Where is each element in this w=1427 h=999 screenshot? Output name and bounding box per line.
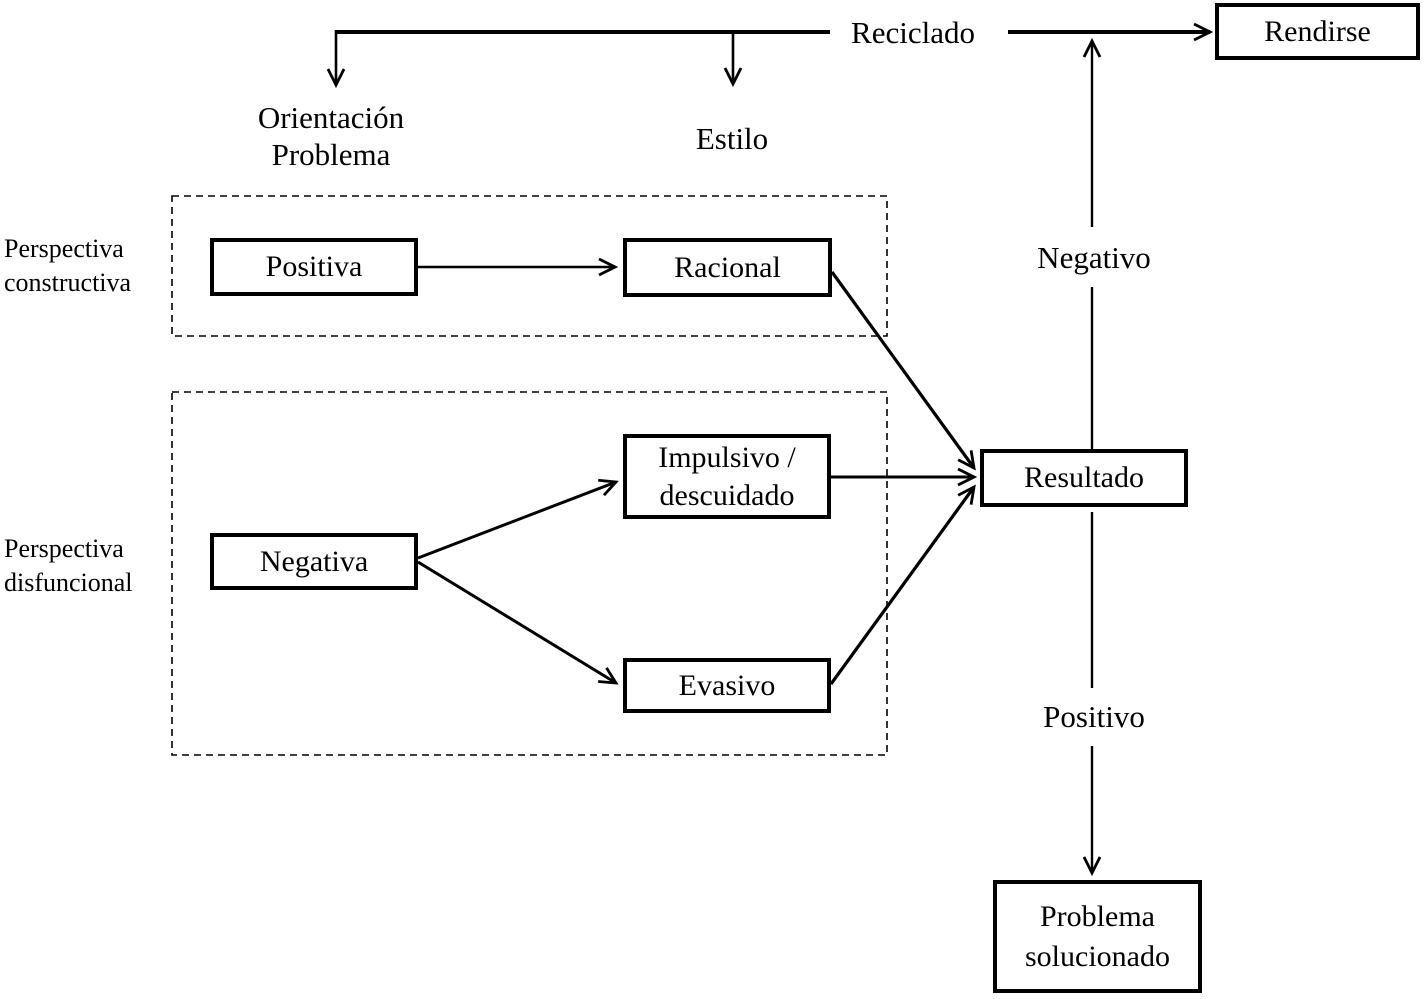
label-perspectiva-disfuncional-line1: Perspectiva [4, 534, 124, 563]
node-negativa: Negativa [210, 533, 418, 590]
label-positivo: Positivo [1037, 698, 1151, 735]
label-reciclado: Reciclado [843, 14, 983, 51]
label-estilo: Estilo [695, 121, 769, 156]
node-resultado: Resultado [980, 449, 1188, 507]
edge-evasivo-resultado [829, 487, 974, 685]
dashed-frame-constructiva [171, 195, 888, 337]
node-racional: Racional [623, 238, 832, 297]
node-evasivo: Evasivo [623, 658, 831, 713]
node-problema-line1: Problema [1040, 899, 1155, 933]
node-positiva: Positiva [210, 238, 418, 296]
node-impulsivo-line1: Impulsivo / [658, 440, 796, 474]
node-problema-solucionado: Problema solucionado [993, 880, 1202, 993]
label-orientacion-line1: Orientación [257, 100, 405, 135]
label-perspectiva-constructiva-line2: constructiva [4, 268, 132, 297]
label-orientacion-line2: Problema [271, 137, 391, 172]
label-perspectiva-disfuncional: Perspectiva disfuncional [4, 532, 133, 600]
node-impulsivo-descuidado: Impulsivo / descuidado [623, 434, 831, 519]
label-perspectiva-constructiva-line1: Perspectiva [4, 234, 124, 263]
node-impulsivo-line2: descuidado [659, 478, 795, 512]
node-rendirse: Rendirse [1215, 3, 1420, 60]
edge-negativa-evasivo [417, 560, 616, 683]
label-perspectiva-constructiva: Perspectiva constructiva [4, 232, 131, 300]
node-problema-line2: solucionado [1025, 939, 1170, 973]
label-perspectiva-disfuncional-line2: disfuncional [4, 568, 133, 597]
dashed-frame-disfuncional [171, 391, 888, 756]
edge-racional-resultado [830, 271, 974, 468]
edge-negativa-impulsivo [417, 482, 616, 560]
label-negativo: Negativo [1031, 239, 1157, 276]
label-orientacion-problema: Orientación Problema [258, 99, 404, 173]
